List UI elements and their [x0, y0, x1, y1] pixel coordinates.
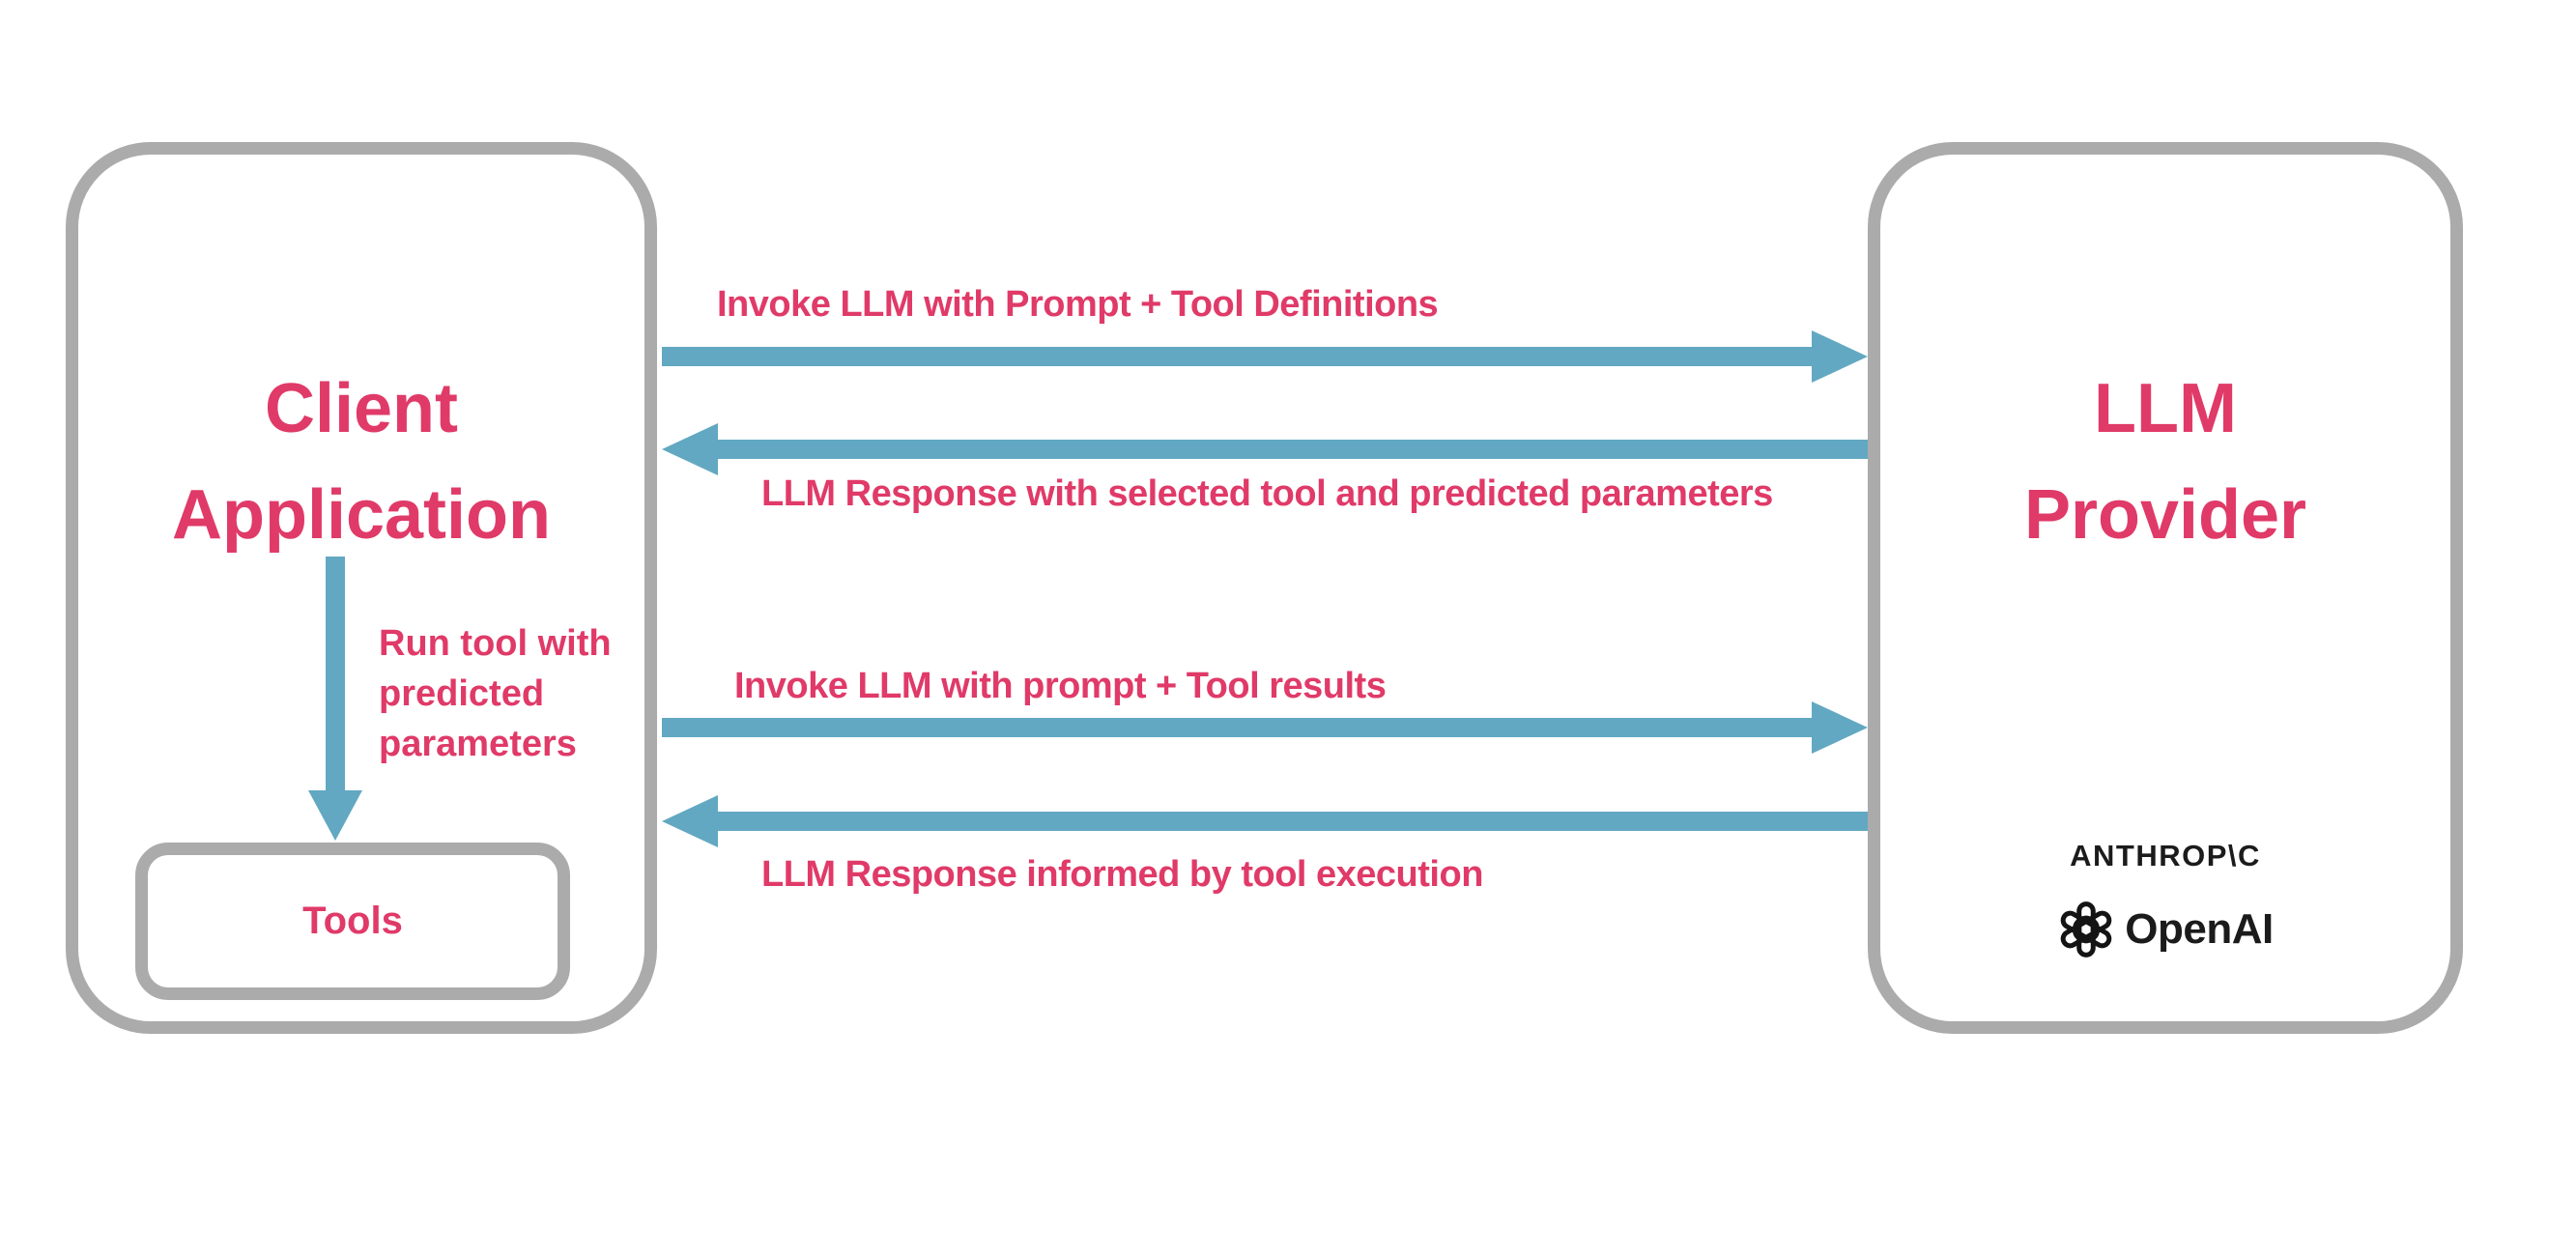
arrow-invoke-results-body [662, 718, 1812, 737]
run-tool-arrow-head-icon [308, 790, 362, 841]
client-application-title: Client Application [66, 356, 657, 568]
client-title-line2: Application [172, 476, 551, 554]
openai-wordmark: OpenAI [2125, 905, 2274, 953]
message-label-invoke-results: Invoke LLM with prompt + Tool results [734, 666, 1387, 706]
openai-flower-icon [2057, 901, 2115, 958]
run-tool-label: Run tool with predicted parameters [379, 623, 612, 764]
run-tool-arrow-body [326, 557, 345, 790]
arrow-response-informed-head-icon [662, 795, 718, 847]
arrow-invoke-definitions-head-icon [1812, 330, 1868, 383]
client-title-line1: Client [264, 370, 458, 447]
arrow-response-selected-body [718, 440, 1868, 459]
anthropic-wordmark: ANTHROP\C [2070, 839, 2261, 872]
openai-logo: OpenAI [1868, 901, 2463, 958]
arrow-response-selected-head-icon [662, 423, 718, 475]
tools-label: Tools [302, 900, 403, 942]
provider-title-line1: LLM [2094, 370, 2237, 447]
arrow-invoke-results-head-icon [1812, 701, 1868, 754]
arrow-invoke-definitions-body [662, 347, 1812, 366]
provider-title-line2: Provider [2023, 476, 2307, 554]
llm-provider-title: LLM Provider [1868, 356, 2463, 568]
llm-provider-box [1868, 142, 2463, 1034]
arrow-response-informed-body [718, 812, 1868, 831]
message-label-invoke-definitions: Invoke LLM with Prompt + Tool Definition… [717, 284, 1439, 325]
message-label-response-selected: LLM Response with selected tool and pred… [761, 473, 1773, 514]
message-label-response-informed: LLM Response informed by tool execution [761, 854, 1483, 895]
tools-box: Tools [135, 843, 570, 1000]
